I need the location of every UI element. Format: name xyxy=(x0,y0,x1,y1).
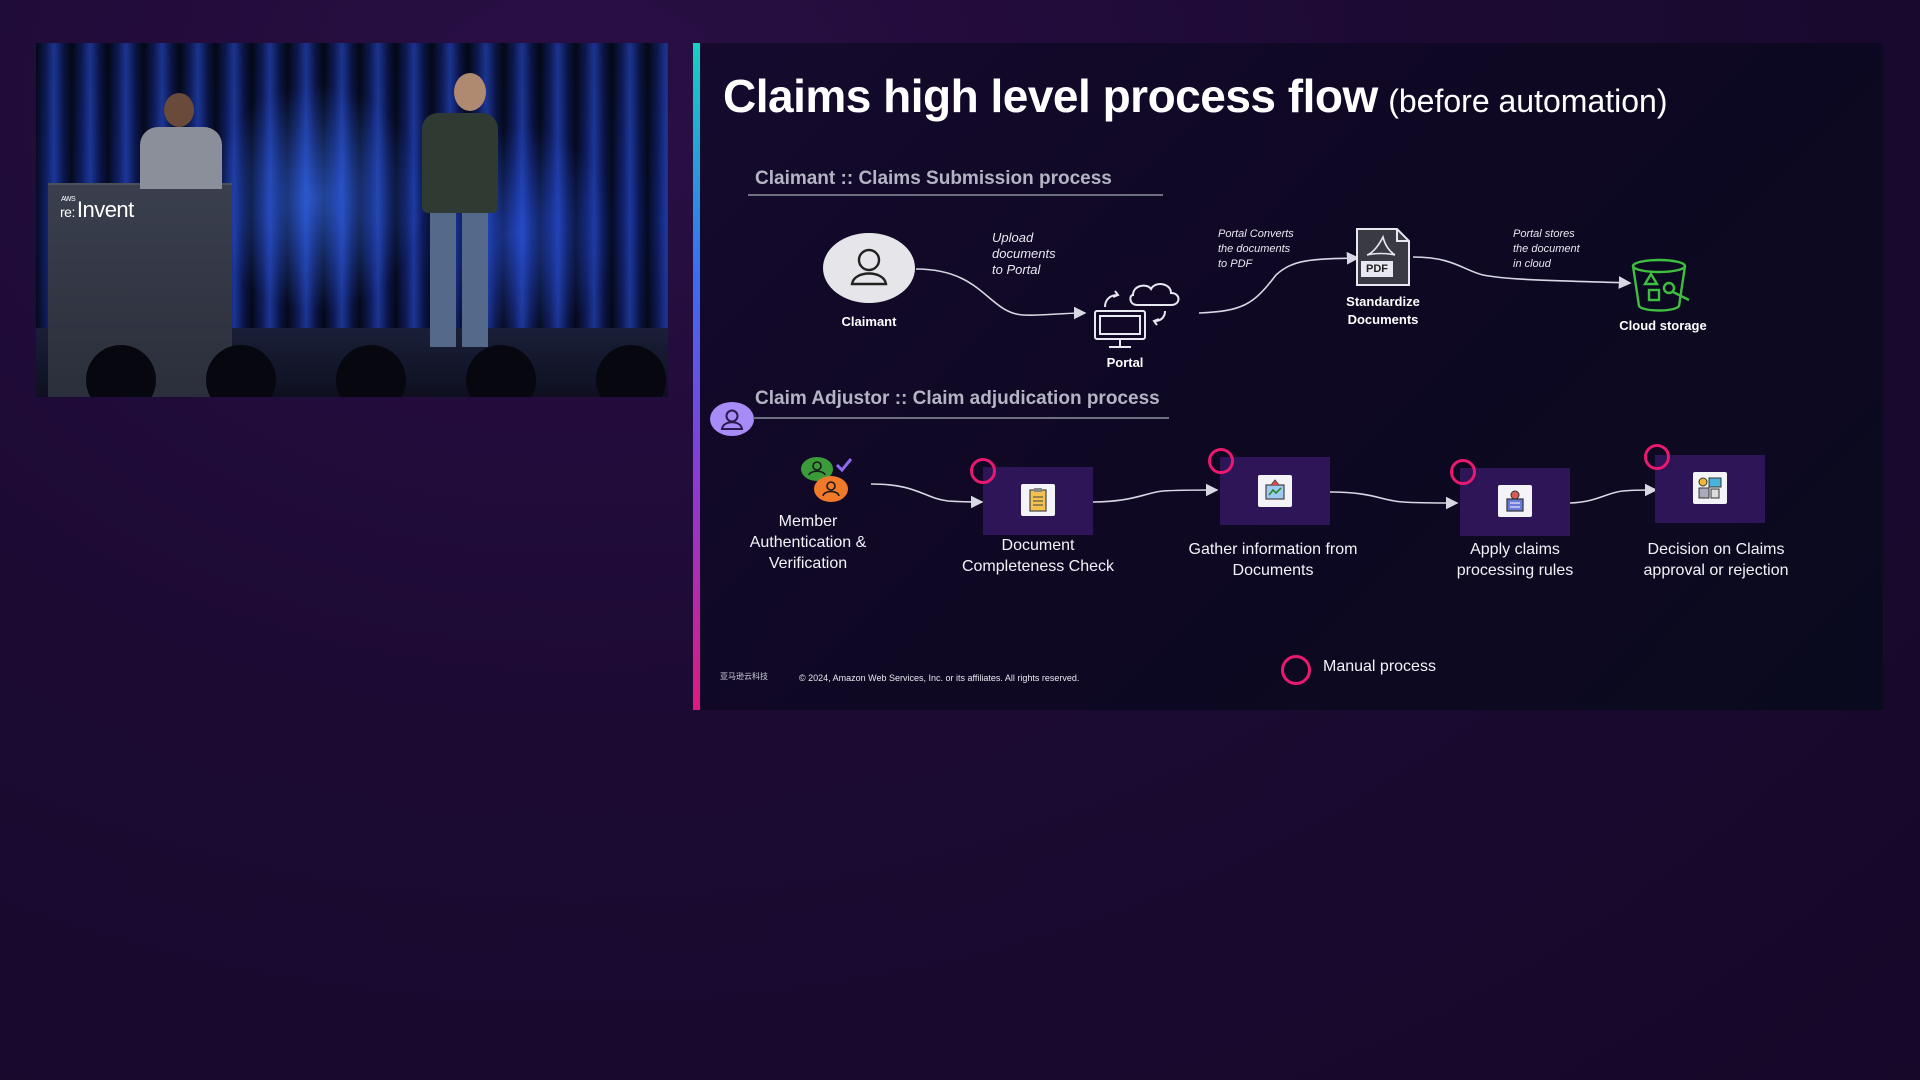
manual-process-marker xyxy=(1644,444,1670,470)
standardize-label: Standardize Documents xyxy=(1333,293,1433,329)
stores-annotation: Portal stores the document in cloud xyxy=(1513,227,1580,272)
arrow-standardize-to-cloud xyxy=(1412,256,1632,289)
copyright-notice: © 2024, Amazon Web Services, Inc. or its… xyxy=(799,673,1080,683)
annotation-line: Portal stores xyxy=(1513,228,1575,240)
title-subtitle: (before automation) xyxy=(1388,83,1668,119)
step-document-completeness: Document Completeness Check xyxy=(953,535,1123,577)
annotation-line: the document xyxy=(1513,243,1580,255)
annotation-line: Upload xyxy=(992,230,1034,245)
arrow-check-to-gather xyxy=(1092,483,1219,503)
presentation-slide: Claims high level process flow (before a… xyxy=(693,43,1883,710)
section-underline xyxy=(753,417,1169,419)
cloud-storage-bucket-icon xyxy=(1631,258,1690,312)
member-auth-users-icon xyxy=(801,457,853,502)
label-line: Verification xyxy=(768,555,848,572)
label-line: Documents xyxy=(1232,562,1314,579)
section-label-adjudication: Claim Adjustor :: Claim adjudication pro… xyxy=(755,388,1160,409)
slide-accent-bar xyxy=(693,43,700,710)
clipboard-checklist-icon xyxy=(1021,484,1055,516)
audience-head xyxy=(466,345,536,397)
step-member-authentication: Member Authentication & Verification xyxy=(733,511,883,574)
amazon-web-services-logo: 亚马逊云科技 xyxy=(720,672,768,681)
presenter-right-body xyxy=(422,113,498,213)
audience-head xyxy=(206,345,276,397)
label-line: Member xyxy=(778,513,838,530)
section-underline xyxy=(748,194,1163,196)
annotation-line: documents xyxy=(992,246,1056,261)
label-line: Standardize xyxy=(1346,294,1420,309)
step-gather-information: Gather information from Documents xyxy=(1173,539,1373,581)
arrow-auth-to-check xyxy=(870,483,984,509)
aws-logo-text: AWS xyxy=(61,196,76,203)
annotation-line: Portal Converts xyxy=(1218,228,1294,240)
label-line: Documents xyxy=(1347,312,1419,327)
manual-process-marker xyxy=(1208,448,1234,474)
presenter-left-body xyxy=(140,127,222,189)
label-line: Document xyxy=(1001,537,1075,554)
manual-process-marker xyxy=(1450,459,1476,485)
decision-approval-icon xyxy=(1693,472,1727,504)
step-apply-rules: Apply claims processing rules xyxy=(1420,539,1610,581)
upload-annotation: Upload documents to Portal xyxy=(992,230,1056,278)
flow-connectors xyxy=(870,251,1658,510)
presenter-left-head xyxy=(164,93,194,127)
legend-manual-process-label: Manual process xyxy=(1323,658,1436,675)
legend-manual-process-icon xyxy=(1281,655,1311,685)
claimant-icon xyxy=(823,233,915,303)
label-line: Completeness Check xyxy=(961,558,1115,575)
reinvent-logo: AWS re:Invent xyxy=(60,196,134,223)
arrow-claimant-to-portal xyxy=(915,268,1087,320)
portal-label: Portal xyxy=(1106,355,1144,370)
re-logo-text: re: xyxy=(60,204,75,220)
audience-head xyxy=(596,345,666,397)
manual-process-marker xyxy=(970,458,996,484)
step-decision: Decision on Claims approval or rejection xyxy=(1616,539,1816,581)
adjustor-avatar-icon xyxy=(710,402,754,436)
annotation-line: the documents xyxy=(1218,243,1291,255)
annotation-line: to Portal xyxy=(992,262,1041,277)
stage-light xyxy=(206,83,426,313)
presenter-right-head xyxy=(454,73,486,111)
information-extraction-icon xyxy=(1258,475,1292,507)
converts-annotation: Portal Converts the documents to PDF xyxy=(1218,227,1294,272)
rules-processing-icon xyxy=(1498,485,1532,517)
annotation-line: to PDF xyxy=(1218,258,1253,270)
arrow-rules-to-decision xyxy=(1569,483,1658,504)
audience-head xyxy=(86,345,156,397)
arrow-portal-to-standardize xyxy=(1198,251,1360,314)
pdf-badge-text: PDF xyxy=(1366,263,1388,275)
label-line: Decision on Claims xyxy=(1647,541,1785,558)
label-line: Apply claims xyxy=(1470,541,1560,558)
title-main: Claims high level process flow xyxy=(723,70,1378,122)
claimant-label: Claimant xyxy=(841,314,897,329)
pdf-document-icon xyxy=(1356,228,1410,286)
slide-title: Claims high level process flow (before a… xyxy=(723,69,1667,123)
label-line: approval or rejection xyxy=(1643,562,1789,579)
speaker-video: AWS re:Invent xyxy=(36,43,668,397)
presenter-right-legs xyxy=(430,211,488,347)
cloud-storage-label: Cloud storage xyxy=(1619,318,1707,333)
label-line: processing rules xyxy=(1456,562,1574,579)
audience-head xyxy=(336,345,406,397)
section-label-submission: Claimant :: Claims Submission process xyxy=(755,168,1112,189)
arrow-gather-to-rules xyxy=(1329,491,1459,510)
annotation-line: in cloud xyxy=(1513,258,1551,270)
label-line: Gather information from xyxy=(1188,541,1358,558)
invent-logo-text: Invent xyxy=(76,197,134,222)
portal-icon xyxy=(1094,283,1180,348)
label-line: Authentication & xyxy=(749,534,867,551)
